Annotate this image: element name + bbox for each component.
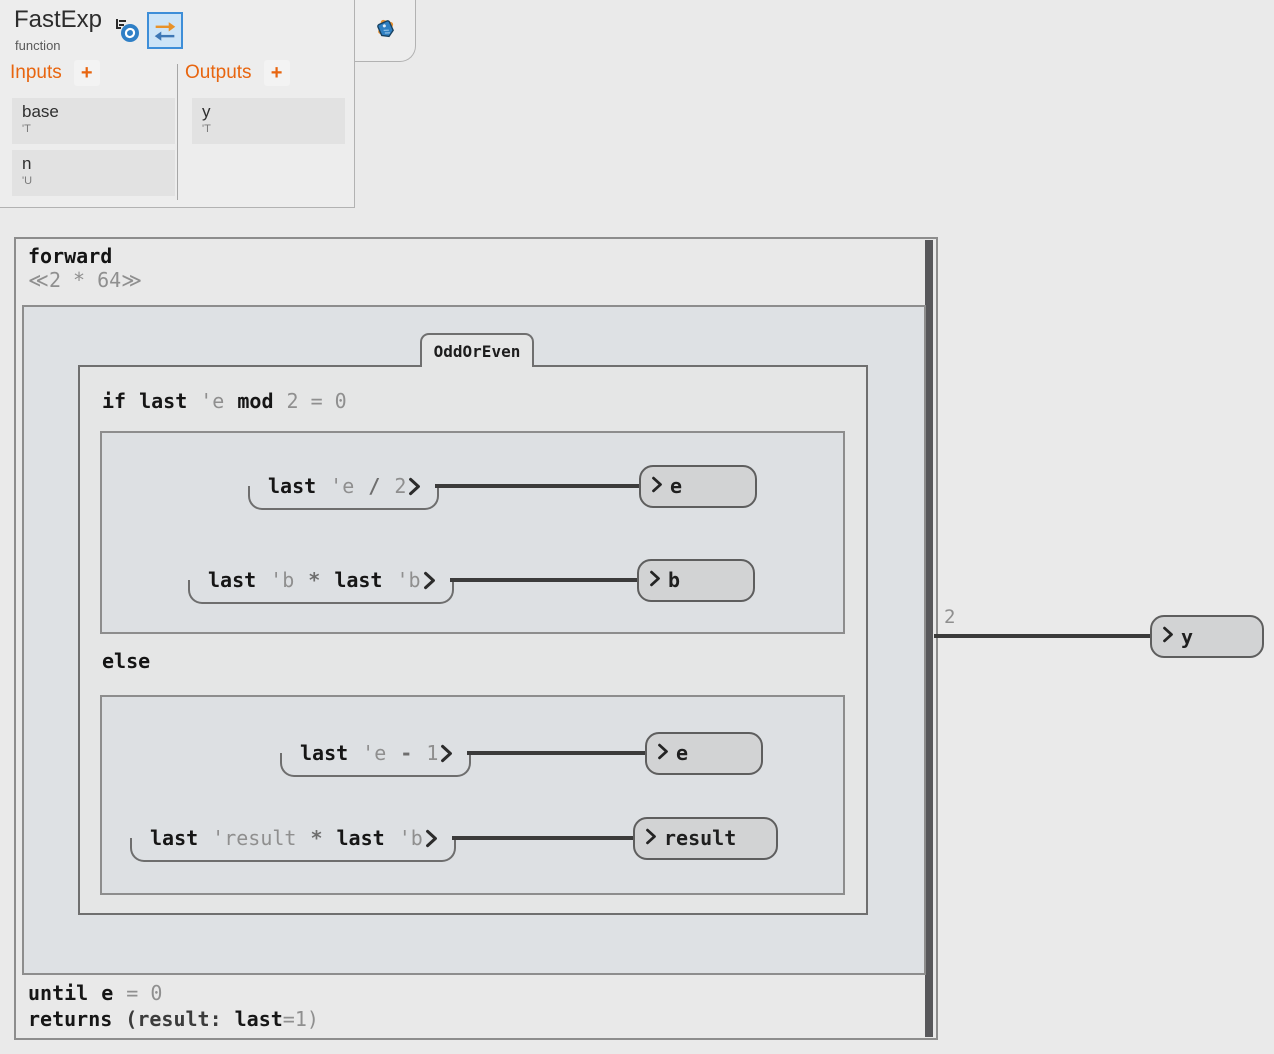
chevron-right-icon xyxy=(657,743,669,764)
add-output-button[interactable]: + xyxy=(263,60,290,86)
input-name: base xyxy=(22,102,59,121)
chevron-right-icon xyxy=(645,828,657,849)
forward-loop-node: forward ≪2 * 64≫ OddOrEven if last 'e mo… xyxy=(14,237,938,1040)
loop-edge-bar xyxy=(925,240,933,1037)
assignment-row: last 'e / 2 xyxy=(102,463,843,510)
wire xyxy=(449,578,653,582)
assignment-row: last 'e - 1 xyxy=(102,730,843,777)
output-item-y[interactable]: y 'T xyxy=(192,98,345,144)
input-type: 'T xyxy=(22,123,31,135)
target-pill-e[interactable]: e xyxy=(645,731,763,775)
chevron-right-icon xyxy=(408,477,421,496)
column-divider xyxy=(177,64,178,200)
function-kind-label: function xyxy=(15,38,61,53)
input-item-n[interactable]: n 'U xyxy=(12,150,175,196)
output-type: 'T xyxy=(202,123,211,135)
chevron-right-icon xyxy=(425,829,438,848)
tag-tab[interactable] xyxy=(355,0,416,62)
else-branch-box: last 'e - 1 xyxy=(100,695,845,895)
tag-icon xyxy=(372,15,399,47)
expression-last-e-minus-1[interactable]: last 'e - 1 xyxy=(280,730,472,777)
output-pill-y[interactable]: y xyxy=(1150,615,1264,658)
function-signature-panel: FastExp function Inputs + Outputs + xyxy=(0,0,355,208)
group-tab-oddoreven[interactable]: OddOrEven xyxy=(420,333,534,367)
wire xyxy=(451,836,649,840)
else-label: else xyxy=(102,649,151,673)
expression-last-result-mul-last-b[interactable]: last 'result * last 'b xyxy=(130,815,456,862)
if-branch-box: last 'e / 2 xyxy=(100,431,845,634)
input-output-swap-icon[interactable] xyxy=(147,12,183,49)
inputs-label: Inputs xyxy=(10,62,62,83)
output-name: y xyxy=(202,102,211,121)
oddoreven-group: if last 'e mod 2 = 0 last 'e / 2 xyxy=(78,365,868,915)
loop-iteration-annotation[interactable]: ≪2 * 64≫ xyxy=(28,268,143,292)
until-condition[interactable]: until e = 0 xyxy=(28,981,163,1005)
wire xyxy=(467,751,661,755)
output-wire-label: 2 xyxy=(944,606,956,628)
expression-last-b-mul-last-b[interactable]: last 'b * last 'b xyxy=(188,557,454,604)
chevron-right-icon xyxy=(423,571,436,590)
loop-name: forward xyxy=(28,244,113,268)
input-name: n xyxy=(22,154,32,173)
outputs-header: Outputs + xyxy=(185,60,290,86)
output-wire xyxy=(934,634,1156,638)
inputs-header: Inputs + xyxy=(10,60,100,86)
outputs-label: Outputs xyxy=(185,62,252,83)
target-pill-result[interactable]: result xyxy=(633,816,778,860)
expression-last-e-div-2[interactable]: last 'e / 2 xyxy=(248,463,440,510)
assignment-row: last 'b * last 'b xyxy=(102,557,843,604)
returns-declaration[interactable]: returns (result: last =1) xyxy=(28,1007,319,1031)
function-sync-icon[interactable] xyxy=(111,15,143,47)
input-item-base[interactable]: base 'T xyxy=(12,98,175,144)
chevron-right-icon xyxy=(1162,626,1174,647)
loop-body: OddOrEven if last 'e mod 2 = 0 last 'e xyxy=(22,305,926,975)
function-title: FastExp xyxy=(14,6,103,33)
target-pill-e[interactable]: e xyxy=(639,464,757,508)
wire xyxy=(435,484,655,488)
chevron-right-icon xyxy=(649,570,661,591)
assignment-row: last 'result * last 'b xyxy=(102,815,843,862)
input-type: 'U xyxy=(22,175,33,187)
if-condition[interactable]: if last 'e mod 2 = 0 xyxy=(102,389,347,413)
chevron-right-icon xyxy=(440,744,453,763)
chevron-right-icon xyxy=(651,476,663,497)
target-pill-b[interactable]: b xyxy=(637,558,755,602)
add-input-button[interactable]: + xyxy=(73,60,100,86)
